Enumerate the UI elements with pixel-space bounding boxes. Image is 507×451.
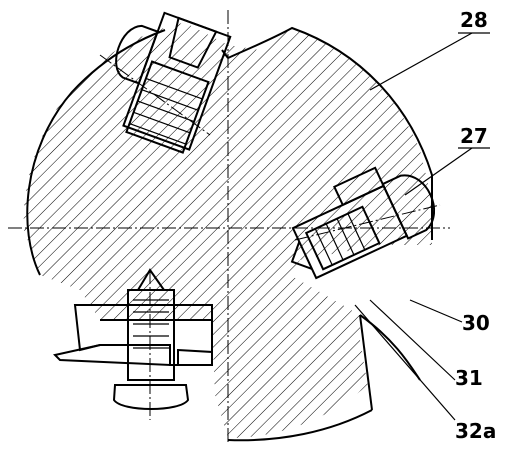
label-27: 27 <box>460 124 488 148</box>
center-lines <box>8 10 450 445</box>
screw-right <box>290 166 436 280</box>
bottom-clamp <box>53 268 213 410</box>
label-30: 30 <box>462 311 490 335</box>
label-32a: 32a <box>455 419 496 443</box>
callout-labels: 28 27 30 31 32a <box>455 8 496 443</box>
screw-top-left <box>115 11 232 154</box>
label-28: 28 <box>460 8 488 32</box>
label-31: 31 <box>455 366 483 390</box>
leader-lines <box>354 32 490 421</box>
